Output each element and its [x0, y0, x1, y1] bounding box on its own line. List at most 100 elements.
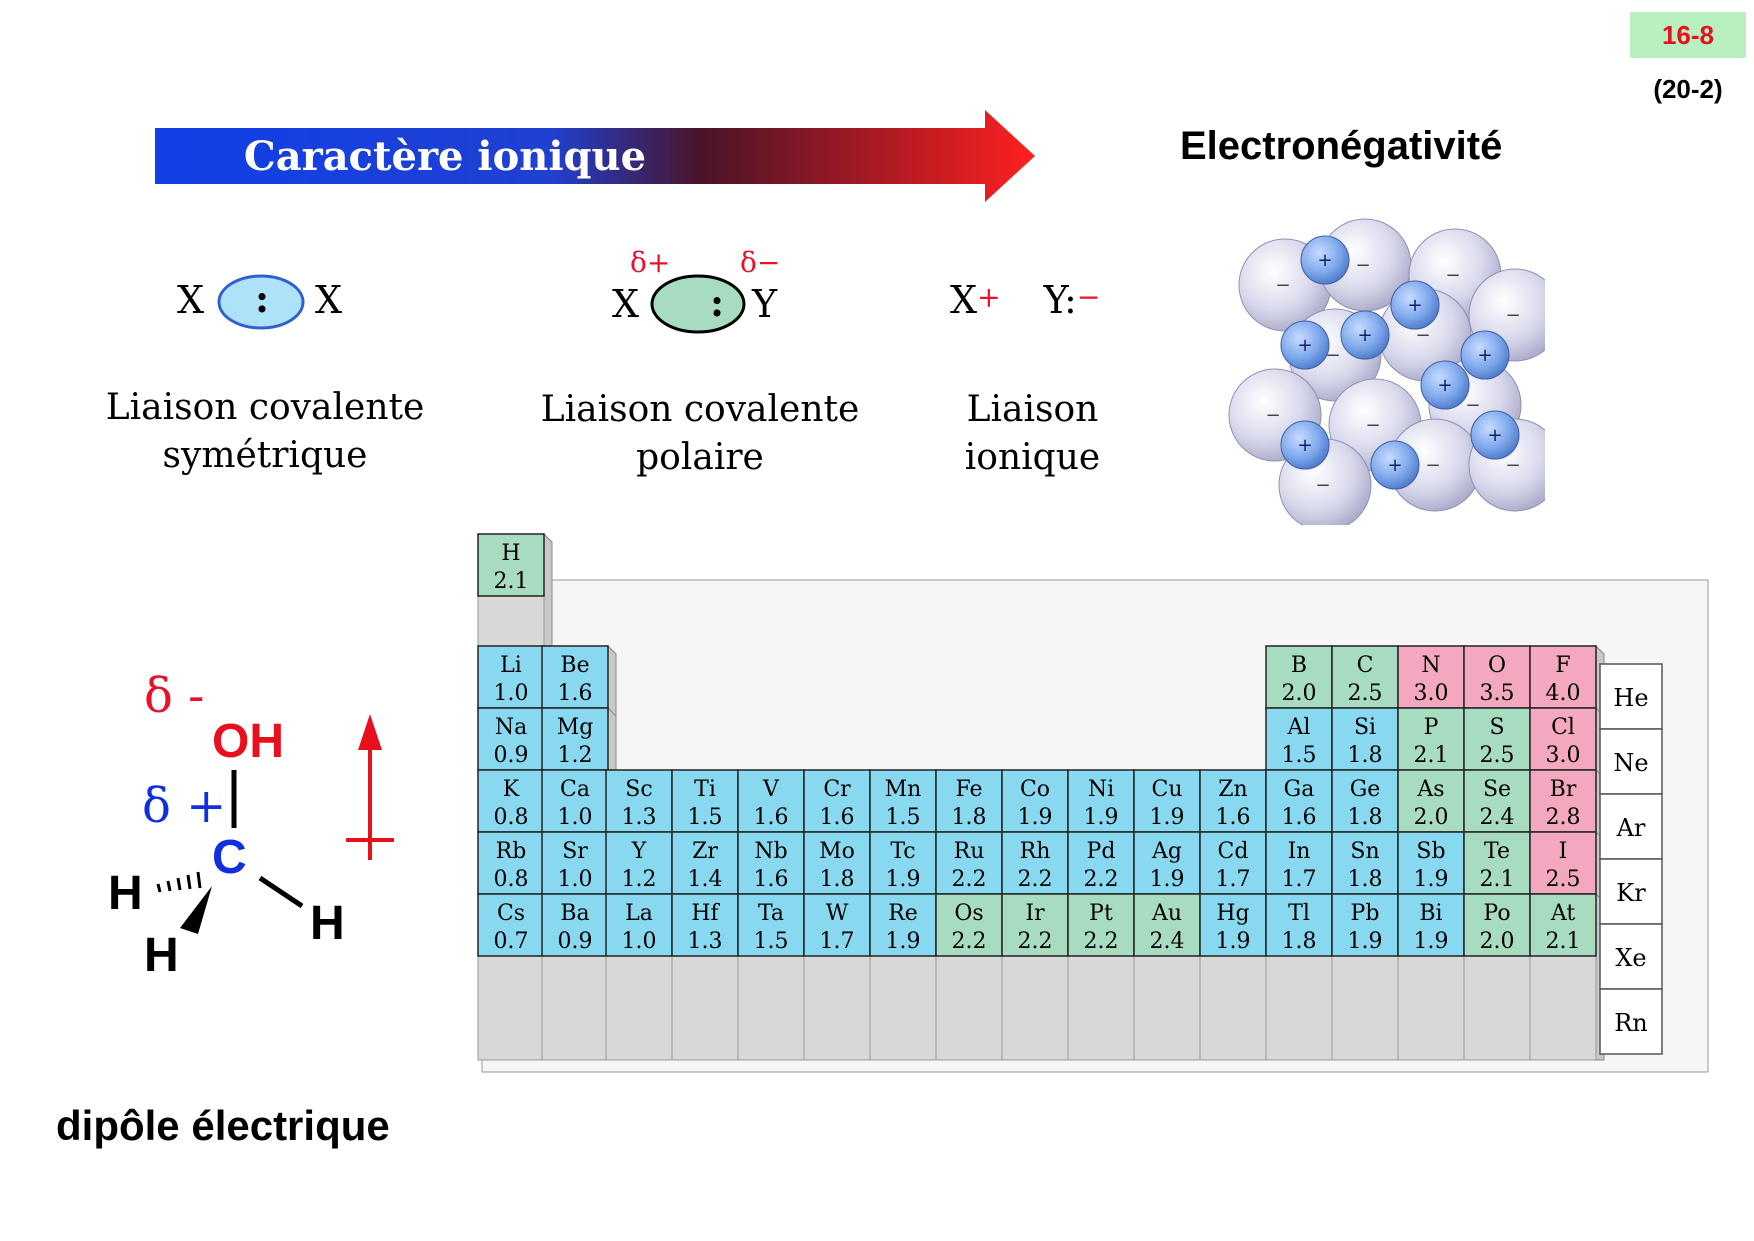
element-cell-hf: Hf 1.3: [671, 892, 747, 1061]
electronegativity-value: 1.7: [820, 929, 855, 954]
noble-gas-cell-ne: Ne: [1599, 728, 1663, 795]
electronegativity-periodic-table: H2.1Li1.0Be1.6Na0.9Mg1.2K0.8Ca1.0Sc1.3Ti…: [477, 532, 1709, 1073]
formula-atom-left: X: [612, 282, 640, 326]
element-symbol: Zr: [692, 839, 718, 864]
element-symbol: P: [1424, 715, 1439, 740]
electronegativity-value: 2.4: [1150, 929, 1185, 954]
delta-plus-label: δ+: [630, 246, 671, 279]
element-cell-ir: Ir 2.2: [1001, 892, 1077, 1061]
hydrogen-atom: H: [310, 897, 345, 950]
element-symbol: Al: [1287, 715, 1311, 740]
electronegativity-value: 1.6: [754, 867, 789, 892]
element-symbol: Pd: [1087, 839, 1116, 864]
electronegativity-value: 0.8: [494, 867, 529, 892]
element-cell-la: La1.0: [605, 892, 681, 1061]
element-cell-bi: Bi1.9: [1397, 892, 1473, 1061]
electronegativity-value: 1.4: [688, 867, 723, 892]
electronegativity-value: 1.5: [886, 805, 921, 830]
electronegativity-value: 1.3: [688, 929, 723, 954]
svg-text:−: −: [1265, 405, 1280, 426]
element-symbol: Sc: [625, 777, 652, 802]
electronegativity-value: 2.1: [1546, 929, 1581, 954]
element-symbol: O: [1488, 653, 1506, 678]
electronegativity-value: 2.5: [1546, 867, 1581, 892]
element-symbol: Cl: [1551, 715, 1575, 740]
element-symbol: Hg: [1216, 901, 1249, 926]
element-symbol: Hf: [691, 901, 720, 926]
element-symbol: Au: [1151, 901, 1182, 926]
electronegativity-value: 2.2: [1084, 867, 1119, 892]
electronegativity-value: 1.6: [558, 681, 593, 706]
element-symbol: Rh: [1020, 839, 1051, 864]
element-symbol: Ag: [1151, 839, 1182, 864]
electronegativity-value: 0.7: [494, 929, 529, 954]
noble-gas-cell-kr: Kr: [1599, 858, 1663, 925]
cation-sphere: +: [1470, 410, 1520, 460]
electronegativity-value: 1.9: [1150, 805, 1185, 830]
element-symbol: Co: [1020, 777, 1050, 802]
element-symbol: B: [1291, 653, 1307, 678]
element-symbol: W: [826, 901, 849, 926]
electronegativity-value: 2.2: [1018, 929, 1053, 954]
electronegativity-value: 1.6: [1282, 805, 1317, 830]
element-symbol: N: [1421, 653, 1440, 678]
element-symbol: Fe: [955, 777, 982, 802]
electronegativity-value: 1.9: [1414, 929, 1449, 954]
element-symbol: Ir: [1025, 901, 1045, 926]
caption-line: symétrique: [162, 435, 368, 476]
page-title: Electronégativité: [1180, 124, 1503, 168]
element-cell-at: At2.1: [1529, 892, 1605, 1061]
electronegativity-value: 1.9: [1084, 805, 1119, 830]
element-symbol: Ar: [1616, 814, 1646, 842]
electronegativity-value: 1.0: [558, 867, 593, 892]
element-cell-tl: Tl1.8: [1265, 892, 1341, 1061]
dipole-caption: dipôle électrique: [56, 1102, 390, 1149]
hydrogen-atom: H: [108, 867, 143, 920]
element-cell-hg: Hg1.9: [1199, 892, 1275, 1061]
element-symbol: I: [1559, 839, 1568, 864]
element-symbol: S: [1489, 715, 1504, 740]
caption-line: Liaison covalente: [105, 387, 425, 428]
element-symbol: In: [1288, 839, 1311, 864]
electronegativity-value: 2.1: [1414, 743, 1449, 768]
element-symbol: Br: [1550, 777, 1577, 802]
cation-sphere: +: [1370, 440, 1420, 490]
ionic-character-arrow: Caractère ionique: [155, 110, 1035, 202]
delta-minus-label: δ -: [144, 668, 205, 724]
electronegativity-value: 1.9: [886, 867, 921, 892]
svg-text:+: +: [1297, 335, 1312, 356]
element-cell-pb: Pb1.9: [1331, 892, 1407, 1061]
electronegativity-value: 0.9: [558, 929, 593, 954]
element-symbol: Ca: [560, 777, 590, 802]
cation-sphere: +: [1420, 360, 1470, 410]
element-symbol: Mg: [557, 715, 594, 740]
electronegativity-value: 1.7: [1282, 867, 1317, 892]
element-symbol: Cs: [497, 901, 525, 926]
cation-sphere: +: [1280, 420, 1330, 470]
polar-covalent-caption: Liaison covalente polaire: [525, 386, 875, 482]
element-symbol: Po: [1483, 901, 1510, 926]
cation-sphere: +: [1300, 235, 1350, 285]
electronegativity-value: 1.9: [1150, 867, 1185, 892]
symmetric-covalent-formula: X : X: [175, 270, 375, 340]
electronegativity-value: 1.7: [1216, 867, 1251, 892]
element-symbol: Sb: [1416, 839, 1445, 864]
element-symbol: Cr: [823, 777, 851, 802]
electronegativity-value: 1.5: [688, 805, 723, 830]
element-symbol: Ge: [1350, 777, 1381, 802]
svg-text:+: +: [1437, 375, 1452, 396]
svg-text:−: −: [1465, 395, 1480, 416]
element-symbol: Mo: [819, 839, 855, 864]
element-symbol: Te: [1484, 839, 1510, 864]
element-symbol: As: [1416, 777, 1444, 802]
element-symbol: Rb: [496, 839, 527, 864]
electronegativity-value: 2.2: [952, 867, 987, 892]
electronegativity-value: 1.8: [1348, 805, 1383, 830]
element-cell-ba: Ba0.9: [541, 892, 617, 1061]
electronegativity-value: 1.9: [886, 929, 921, 954]
formula-atom-right: X: [315, 278, 343, 322]
electronegativity-value: 2.1: [1480, 867, 1515, 892]
svg-text:+: +: [1407, 295, 1422, 316]
ionic-crystal-illustration: −−−−−−−−−−−−+++++++++: [1228, 218, 1545, 525]
element-symbol: Ne: [1613, 749, 1648, 777]
